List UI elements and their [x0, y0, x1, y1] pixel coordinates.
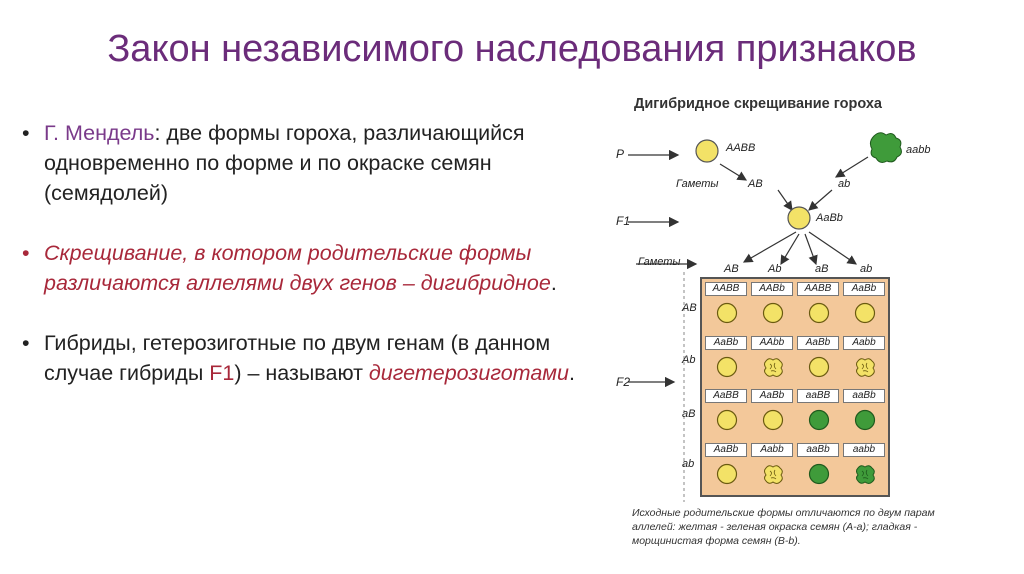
parent2-genotype: aabb [906, 144, 931, 156]
f1-gamete-arrow-2 [780, 233, 800, 266]
cell-genotype: AABB [797, 282, 839, 296]
f1-label: F1 [616, 214, 631, 228]
cell-genotype: aaBb [843, 389, 885, 403]
p-label: P [616, 147, 625, 161]
punnett-cell: AABb [750, 281, 794, 331]
punnett-cell: aabb [842, 442, 886, 492]
round-pea-icon [854, 302, 876, 324]
bullet-definition: • Скрещивание, в котором родительские фо… [20, 238, 580, 298]
gamete-col-label: ab [860, 263, 873, 275]
mendel-name: Г. Мендель [44, 121, 155, 145]
bullet-mendel: • Г. Мендель: две формы гороха, различаю… [20, 118, 580, 208]
gamete-row-label: AB [682, 302, 697, 314]
parent-yellow-pea [695, 139, 719, 163]
cell-genotype: Aabb [843, 335, 885, 350]
gametes-label-f1: Гаметы [638, 256, 681, 268]
f1-yellow-pea [787, 206, 811, 230]
definition-period: . [550, 271, 557, 295]
hybrids-text-2: ) – называют [234, 361, 369, 385]
bullet-dot: • [22, 241, 30, 265]
gamete-col-label: Ab [768, 263, 782, 275]
punnett-cell: aaBB [796, 388, 840, 438]
cell-genotype: AaBb [843, 282, 885, 296]
cell-genotype: AABb [751, 282, 793, 296]
figure-title: Дигибридное скрещивание гороха [634, 96, 882, 112]
gamete-arrow-left [719, 163, 748, 181]
cell-genotype: AAbb [751, 335, 793, 350]
punnett-cell: aaBb [842, 388, 886, 438]
f1-term: F1 [209, 361, 235, 385]
punnett-cell: aaBb [796, 442, 840, 492]
round-pea-icon [808, 463, 830, 484]
gamete-AB: AB [748, 178, 763, 190]
bullet-dot: • [22, 331, 30, 355]
punnett-cell: AaBb [704, 335, 748, 385]
gamete-col-label: aB [815, 263, 829, 275]
cell-genotype: aabb [843, 442, 885, 457]
cell-genotype: AABB [705, 282, 747, 296]
cell-genotype: AaBb [751, 389, 793, 403]
round-pea-icon [716, 356, 738, 377]
punnett-cell: AaBb [704, 442, 748, 492]
cell-genotype: AaBB [705, 389, 747, 403]
punnett-cell: AaBB [704, 388, 748, 438]
wrinkled-pea-icon [854, 356, 875, 377]
cell-genotype: AaBb [705, 442, 747, 457]
cell-genotype: AaBb [705, 335, 747, 350]
gamete-row-label: ab [682, 458, 695, 470]
cell-genotype: AaBb [797, 335, 839, 350]
cross-diagram-arrows [628, 132, 902, 502]
cell-genotype: aaBB [797, 389, 839, 403]
cross-arrow-right [808, 189, 833, 211]
round-pea-icon [716, 463, 738, 484]
punnett-cell: AaBb [842, 281, 886, 331]
punnett-cell: AABB [704, 281, 748, 331]
wrinkled-pea-icon [762, 356, 783, 377]
dihybrid-cross-figure: Дигибридное скрещивание гороха P F1 F2 A… [606, 92, 996, 570]
gamete-row-label: aB [682, 408, 696, 420]
cross-arrow-left [777, 189, 793, 211]
f1-gamete-arrow-1 [742, 231, 797, 263]
punnett-cell: AaBb [796, 335, 840, 385]
round-pea-icon [716, 302, 738, 324]
round-pea-icon [808, 409, 830, 431]
gamete-col-label: AB [724, 263, 739, 275]
hybrids-text-1: Гибриды, гетерозиготные по двум генам (в… [44, 331, 551, 385]
cell-genotype: Aabb [751, 442, 793, 457]
cell-genotype: aaBb [797, 442, 839, 457]
round-pea-icon [854, 409, 876, 431]
definition-text: Скрещивание, в котором родительские форм… [44, 241, 551, 295]
gamete-arrow-right [834, 156, 869, 178]
f2-label: F2 [616, 375, 631, 389]
bullet-hybrids: • Гибриды, гетерозиготные по двум генам … [20, 328, 580, 388]
bullet-dot: • [22, 121, 30, 145]
figure-caption: Исходные родительские формы отличаются п… [632, 507, 935, 547]
gamete-row-label: Ab [682, 354, 696, 366]
punnett-cell: AABB [796, 281, 840, 331]
wrinkled-pea-icon [854, 463, 875, 484]
punnett-cell: Aabb [750, 442, 794, 492]
bullet-list: • Г. Мендель: две формы гороха, различаю… [20, 118, 580, 416]
round-pea-icon [762, 302, 784, 324]
parent1-genotype: AABB [726, 142, 756, 154]
wrinkled-pea-icon [762, 463, 783, 484]
f1-gamete-arrow-3 [804, 233, 818, 266]
round-pea-icon [716, 409, 738, 431]
f1-genotype: AaBb [816, 212, 843, 224]
round-pea-icon [762, 409, 784, 431]
parent-green-wrinkled-pea [869, 132, 902, 163]
punnett-cell: AaBb [750, 388, 794, 438]
punnett-cell: AAbb [750, 335, 794, 385]
mendel-text: : две формы гороха, различающийся одновр… [44, 121, 525, 205]
hybrids-period: . [568, 361, 575, 385]
f1-gamete-arrow-4 [808, 231, 857, 265]
slide-title: Закон независимого наследования признако… [107, 28, 917, 70]
gamete-ab: ab [838, 178, 851, 190]
gametes-label-top: Гаметы [676, 178, 719, 190]
round-pea-icon [808, 356, 830, 377]
punnett-cell: Aabb [842, 335, 886, 385]
diheterozygote-term: дигетерозиготами [368, 361, 569, 385]
round-pea-icon [808, 302, 830, 324]
